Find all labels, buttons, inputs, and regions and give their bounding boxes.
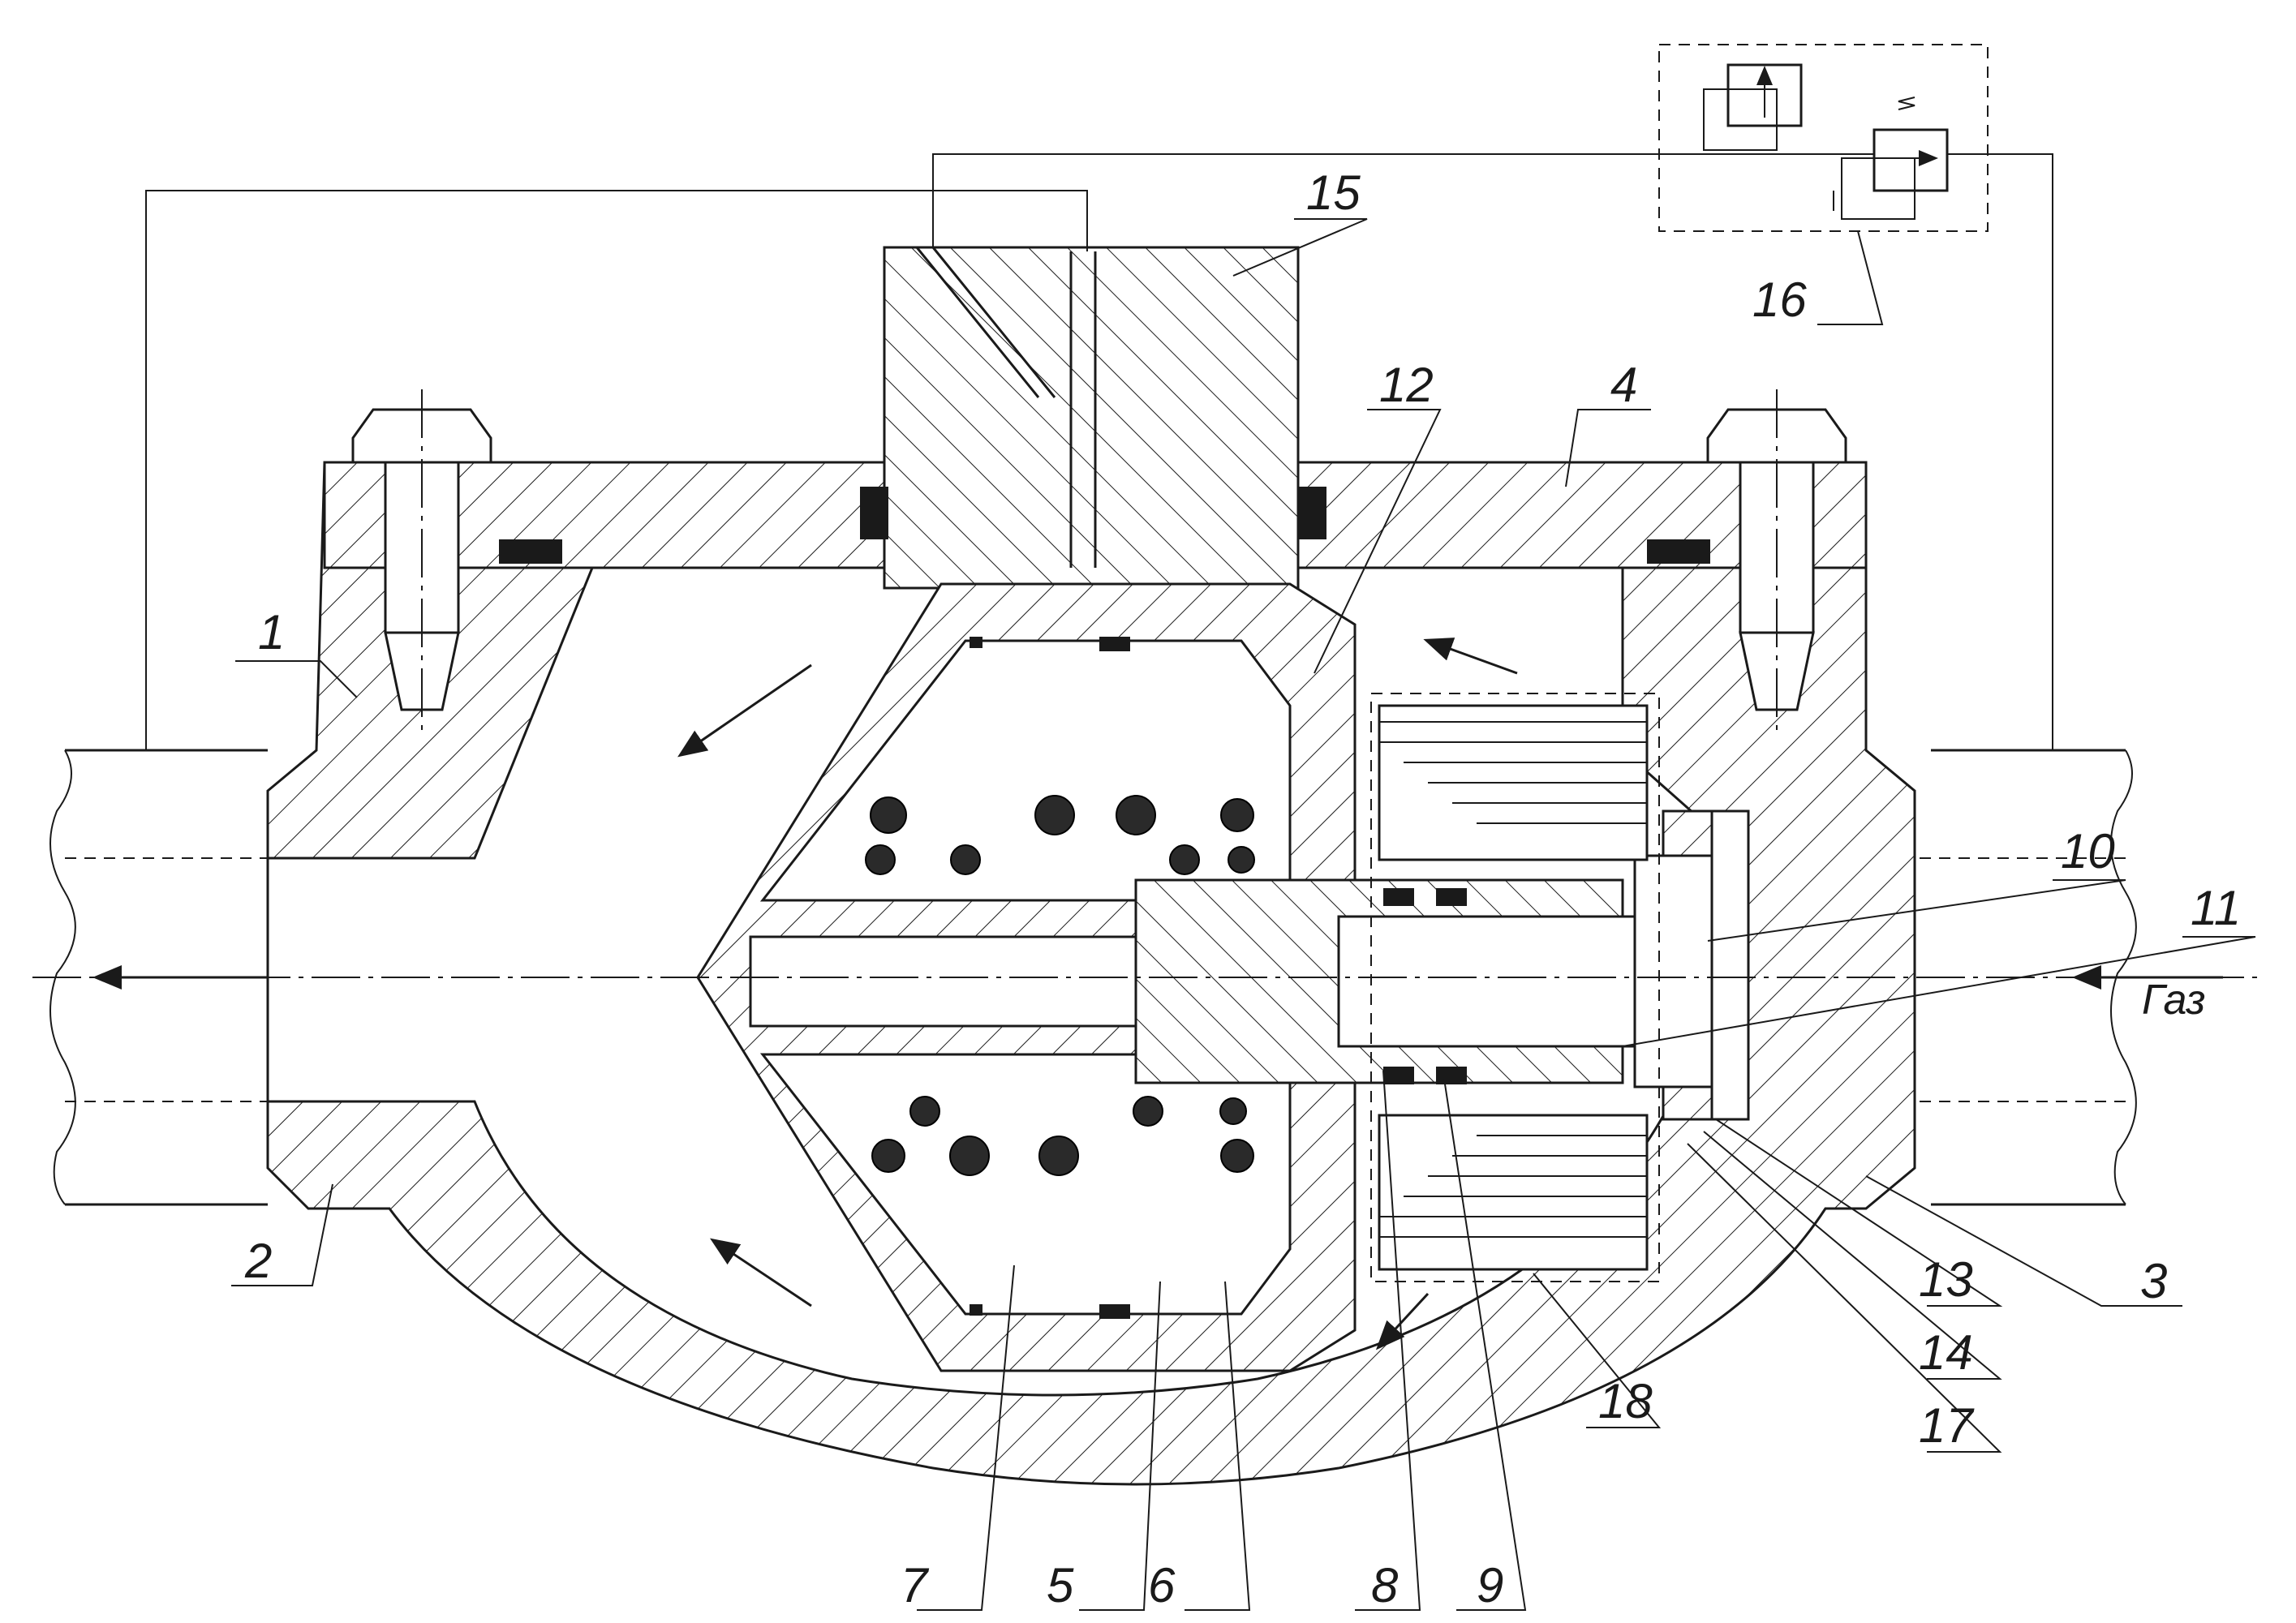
callout-18: 18 <box>1598 1374 1653 1428</box>
callout-13: 13 <box>1919 1252 1973 1307</box>
callout-16: 16 <box>1752 273 1807 327</box>
plate-cartridge-outline <box>1370 693 1660 1282</box>
control-piping <box>145 153 2053 750</box>
bolt-left <box>351 389 492 730</box>
callout-8: 8 <box>1371 1558 1399 1612</box>
callout-17: 17 <box>1919 1398 1975 1453</box>
plate-stack-upper <box>1378 704 1649 861</box>
callout-14: 14 <box>1919 1325 1973 1380</box>
callout-1: 1 <box>258 605 285 659</box>
callout-15: 15 <box>1306 165 1361 220</box>
plate-stack-lower <box>1378 1114 1649 1271</box>
callout-7: 7 <box>901 1558 930 1612</box>
callout-9: 9 <box>1477 1558 1503 1612</box>
pilot-valve-box <box>1658 44 1989 232</box>
callout-11: 11 <box>2191 881 2241 935</box>
cover-seal-left <box>499 539 562 564</box>
callout-5: 5 <box>1047 1558 1074 1612</box>
actuator-stem <box>860 246 1326 626</box>
inlet-gas-label: Газ <box>2142 977 2206 1024</box>
spring <box>865 795 1255 1176</box>
callout-4: 4 <box>1610 358 1637 412</box>
valve-seat <box>1633 809 1750 1121</box>
callout-12: 12 <box>1379 358 1434 412</box>
callout-2: 2 <box>244 1234 272 1288</box>
shaft <box>749 878 1665 1084</box>
cover-seal-right <box>1647 539 1710 564</box>
flow-arrows <box>677 638 1518 1350</box>
callout-10: 10 <box>2061 824 2115 878</box>
pipe-right <box>1744 749 2137 1206</box>
bolt-right <box>1706 389 1847 730</box>
leader-lines <box>231 218 2256 1611</box>
callout-6: 6 <box>1148 1558 1176 1612</box>
callout-3: 3 <box>2140 1254 2167 1308</box>
